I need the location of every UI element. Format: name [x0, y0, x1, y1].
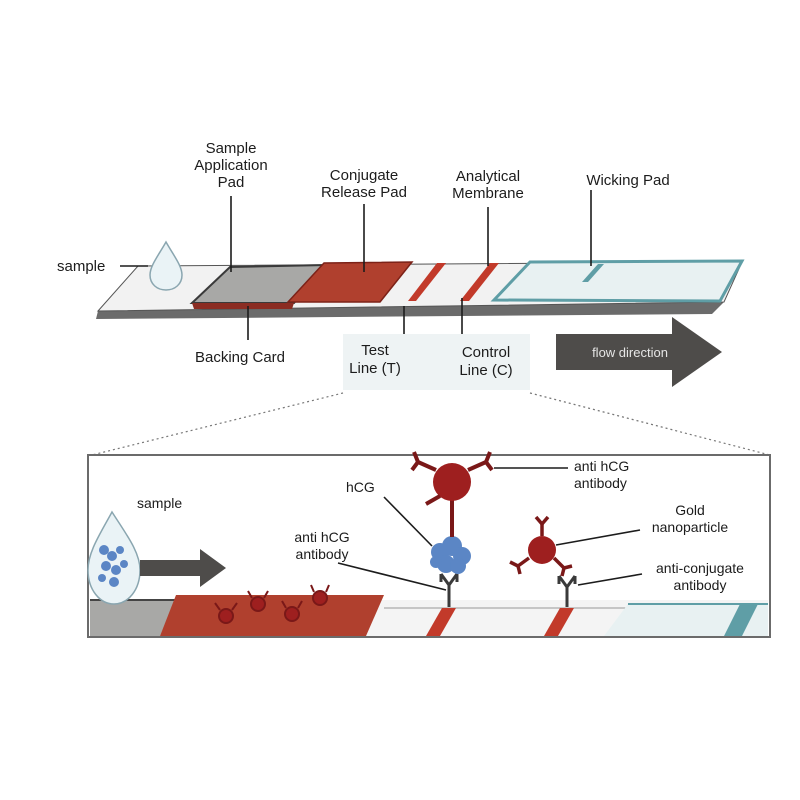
gold-label-2: nanoparticle: [652, 519, 728, 535]
anti-conjugate-label-1: anti-conjugate: [656, 560, 744, 576]
wicking-pad-label: Wicking Pad: [586, 172, 669, 189]
top-strip: sample Sample Application Pad Conjugate …: [57, 140, 745, 390]
backing-card-label: Backing Card: [195, 349, 285, 366]
anti-conjugate-label-2: antibody: [674, 577, 727, 593]
control-line-label-1: Control: [462, 344, 510, 361]
membrane-label-1: Analytical: [456, 168, 520, 185]
test-line: [408, 263, 446, 301]
zoom-leader-lines: [337, 467, 643, 591]
gold-nanoparticle-icon: [509, 515, 573, 577]
test-line-label-2: Line (T): [349, 360, 401, 377]
anti-conjugate-antibody-icon: [557, 575, 577, 607]
capture-antibody-icon: [439, 573, 459, 607]
conjugate-pad-label-1: Conjugate: [330, 167, 398, 184]
sample-label: sample: [57, 258, 105, 275]
droplet-icon: [149, 240, 183, 291]
zoom-flow-arrow: [140, 549, 226, 587]
hcg-label: hCG: [346, 479, 375, 495]
conjugate-pad-label-2: Release Pad: [321, 184, 407, 201]
zoom-conjugate-pad: [160, 595, 384, 636]
backing-card: [96, 302, 724, 319]
sample-pad-label-3: Pad: [218, 174, 245, 191]
flow-direction-label: flow direction: [592, 345, 668, 360]
anti-hcg-right-label-2: antibody: [574, 475, 627, 491]
conjugate-release-pad: [286, 261, 414, 303]
gold-label-1: Gold: [675, 502, 705, 518]
zoom-wicking-pad: [604, 604, 768, 636]
gold-nanoparticle-top-icon: [410, 451, 494, 537]
wicking-pad: [490, 259, 745, 303]
conjugates-on-pad: [214, 584, 330, 624]
hcg-molecule-icon: [430, 536, 471, 574]
zoom-panel: sample hCG anti hCG antibody anti hCG an…: [87, 451, 771, 638]
droplet-hcg-icon: [98, 545, 128, 587]
zoom-control-line: [544, 608, 574, 636]
sample-pad-label-2: Application: [194, 157, 267, 174]
zoom-lines: [91, 392, 771, 456]
test-line-label-1: Test: [361, 342, 389, 359]
membrane-label-2: Membrane: [452, 185, 524, 202]
anti-hcg-right-label-1: anti hCG: [574, 458, 629, 474]
zoom-test-line: [426, 608, 456, 636]
sample-pad-label-1: Sample: [206, 140, 257, 157]
line-callout-box: [343, 334, 530, 390]
flow-direction-arrow: [556, 317, 722, 387]
control-line: [460, 263, 499, 301]
zoom-sample-pad: [90, 600, 175, 636]
anti-hcg-left-label-1: anti hCG: [294, 529, 349, 545]
anti-hcg-left-label-2: antibody: [296, 546, 349, 562]
zoom-sample-label: sample: [137, 495, 182, 511]
control-line-label-2: Line (C): [459, 362, 512, 379]
